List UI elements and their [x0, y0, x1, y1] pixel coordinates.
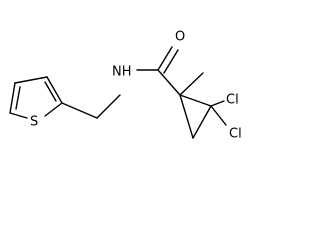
bond-c4-c5-inner [15, 86, 21, 110]
bond-c1-methyl [179, 72, 204, 96]
atom-label-sulfur: S [30, 115, 38, 130]
bond-c2-cl-bottom [210, 105, 227, 126]
bond-carbonyl-cyclopropyl [157, 69, 181, 96]
bond-ch2-n [96, 94, 121, 119]
bond-c2-ch2 [61, 102, 98, 119]
bond-c2-c3-inner [44, 81, 57, 102]
bond-c2-cl-top [210, 100, 225, 107]
bond-c3-c4 [14, 76, 48, 84]
bond-c4-c5 [9, 82, 16, 114]
thiophene-ring [9, 76, 63, 119]
bond-c5-s [9, 112, 28, 119]
bond-carbonyl-c-o-double [163, 49, 179, 74]
bond-c1-c2 [179, 94, 212, 107]
bond-c2-c3 [192, 105, 212, 139]
bond-c1-c3 [179, 94, 194, 139]
atom-label-chlorine-top: Cl [226, 93, 239, 108]
bond-carbonyl-c-o [157, 46, 173, 71]
bond-c2-c3 [46, 76, 63, 104]
bond-s-c2 [44, 102, 63, 117]
molecule-structure: S NH O Cl Cl [9, 30, 242, 142]
atom-label-amide-nitrogen: NH [112, 65, 132, 80]
atom-label-carbonyl-oxygen: O [175, 30, 185, 45]
cyclopropane-ring [179, 72, 227, 139]
atom-label-chlorine-bottom: Cl [229, 127, 242, 142]
